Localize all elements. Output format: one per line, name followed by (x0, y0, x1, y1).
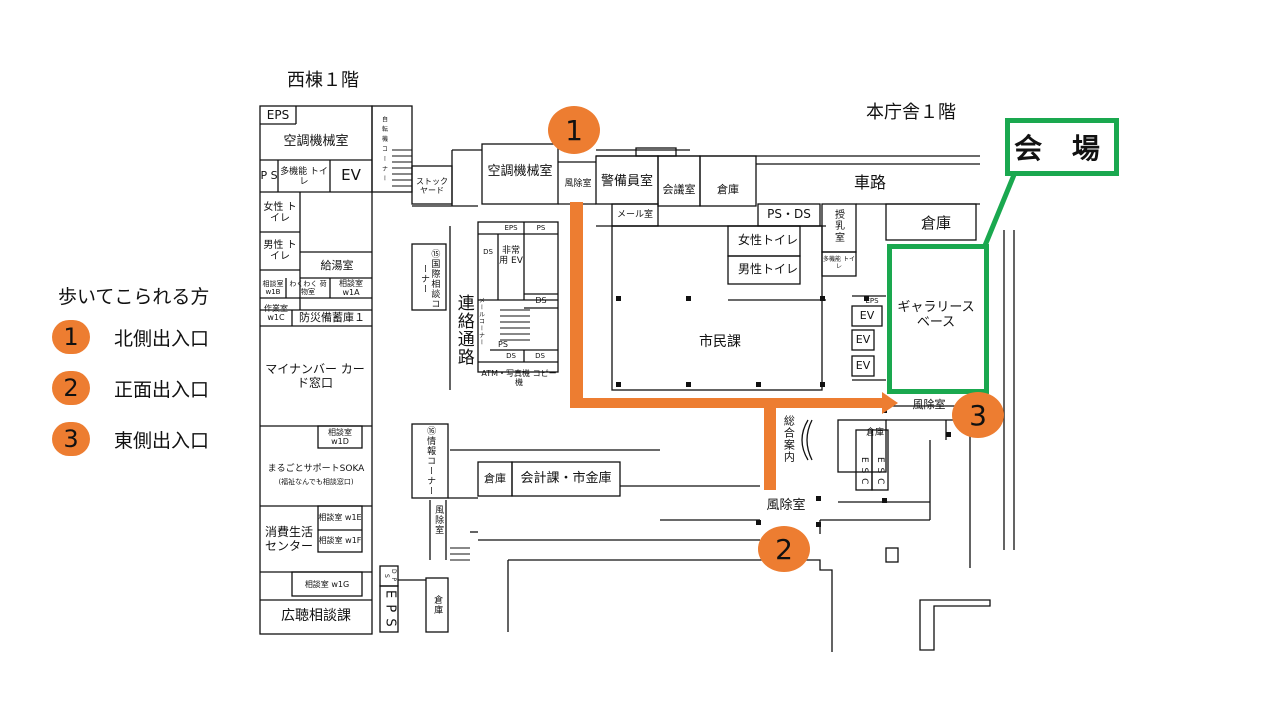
room-fujo-south: 風除室 (766, 497, 806, 513)
room-shohi: 消費生活 センター (264, 525, 313, 553)
entrance-marker-2[interactable]: 2 (758, 526, 810, 572)
legend-item-east: 3 東側出入口 (52, 422, 209, 456)
room-esc-1: E S C (859, 456, 870, 486)
room-w1b: 相談室 w1B (262, 279, 284, 296)
legend-item-north: 1 北側出入口 (52, 320, 209, 354)
room-kokusai-corner: ⑮国際相談コーナー (419, 249, 440, 309)
room-multi-toilet-main: 多機能 トイレ (823, 256, 855, 270)
room-bike-corner: 自 転 機 コ ー ナ ー (380, 115, 388, 183)
venue-room-label: ギャラリース ベース (897, 300, 975, 330)
entrance-badge-3: 3 (52, 422, 90, 456)
room-ds-middle-4: DS (535, 351, 545, 360)
venue-area-box[interactable] (887, 244, 989, 394)
room-sogo-annai: 総合案内 (782, 415, 796, 463)
room-ev-1: EV (859, 308, 875, 322)
legend-label-front: 正面出入口 (114, 378, 210, 401)
entrance-marker-3[interactable]: 3 (952, 392, 1004, 438)
room-keibi: 警備員室 (600, 173, 653, 189)
entrance-badge-2: 2 (52, 371, 90, 405)
room-ps-ds: PS・DS (767, 207, 811, 222)
room-multi-toilet-west: 多機能 トイレ (280, 166, 328, 187)
corridor-renraku: 連絡通路 (453, 294, 474, 366)
room-ev-west: EV (341, 166, 361, 185)
room-stock-yard: ストック ヤード (416, 176, 448, 195)
room-kaikei: 会計課・市金庫 (520, 470, 612, 486)
room-soka-sub: (福祉なんでも相談窓口) (278, 477, 354, 486)
legend-title: 歩いてこられる方 (58, 286, 210, 308)
room-mail-corner: メールコーナー (477, 296, 485, 346)
room-atm: ATM・写真機 コピー機 (481, 368, 557, 387)
room-fujo-north: 風除室 (564, 178, 592, 189)
room-esc-2: E S C (875, 456, 886, 486)
room-junyu: 授 乳 室 (835, 209, 845, 244)
room-eps-vertical: E P S (382, 590, 398, 628)
main-building-title: 本庁舎１階 (866, 102, 956, 123)
room-souko-north: 倉庫 (717, 182, 739, 196)
room-mail: メール室 (616, 209, 653, 220)
room-sharo: 車路 (853, 172, 886, 192)
room-w1d: 相談室 w1D (328, 427, 352, 446)
room-kaigi: 会議室 (662, 182, 696, 196)
room-ev-2: EV (855, 332, 871, 346)
room-w1g: 相談室 w1G (304, 580, 350, 590)
room-ps-west: P S (260, 168, 278, 182)
legend-label-east: 東側出入口 (114, 429, 210, 452)
room-female-toilet-west: 女性 トイレ (263, 201, 297, 225)
legend-item-front: 2 正面出入口 (52, 371, 209, 405)
room-emergency-ev: 非常 用 EV (499, 245, 523, 266)
room-mynumber: マイナンバー カード窓口 (265, 362, 365, 390)
room-male-toilet-main: 男性トイレ (737, 262, 798, 277)
entrance-marker-1[interactable]: 1 (548, 106, 600, 154)
room-ev-3: EV (855, 358, 871, 372)
room-fujo-east: 風除室 (912, 397, 946, 411)
room-waku: わくわく 荷物室 (289, 279, 327, 296)
room-aircon-west: 空調機械室 (283, 133, 349, 149)
room-eps-small: EPS (865, 296, 879, 305)
room-w1e: 相談室 w1E (318, 513, 362, 523)
room-ds-middle-3: DS (506, 351, 516, 360)
room-w1c: 作業室 w1C (264, 303, 288, 322)
room-souko-east: 倉庫 (920, 214, 951, 233)
room-w1f: 相談室 w1F (318, 536, 362, 546)
room-ps-middle-2: PS (498, 340, 508, 350)
room-aircon-middle: 空調機械室 (487, 163, 553, 179)
room-eps-top: EPS (266, 108, 290, 123)
room-soka: まるごとサポートSOKA (267, 463, 365, 474)
entrance-badge-1: 1 (52, 320, 90, 354)
west-building-title: 西棟１階 (287, 70, 359, 91)
venue-title: 会 場 (1005, 118, 1119, 176)
room-joho-corner: ⑯情報コーナー (425, 426, 436, 496)
room-souko-vertical: 倉庫 (432, 595, 443, 615)
room-shimin: 市民課 (699, 333, 741, 350)
room-kyutou: 給湯室 (320, 258, 354, 272)
room-ds-middle: DS (483, 247, 493, 256)
room-w1a: 相談室 w1A (339, 278, 363, 297)
room-kocho: 広聴相談課 (281, 607, 351, 624)
room-bosai: 防災備蓄庫１ (299, 310, 365, 324)
room-female-toilet-main: 女性トイレ (737, 233, 798, 248)
route-arrows (570, 202, 898, 490)
room-souko-middle: 倉庫 (484, 471, 506, 485)
legend-label-north: 北側出入口 (114, 327, 210, 350)
room-souko-se: 倉庫 (865, 427, 884, 438)
room-ps-middle: PS (536, 223, 546, 232)
room-ds-middle-2: DS (535, 296, 547, 306)
room-eps-middle: EPS (504, 223, 518, 232)
room-dps: D P S (383, 569, 397, 583)
room-fujo-middle: 風除室 (433, 505, 444, 535)
room-male-toilet-west: 男性 トイレ (263, 239, 297, 263)
